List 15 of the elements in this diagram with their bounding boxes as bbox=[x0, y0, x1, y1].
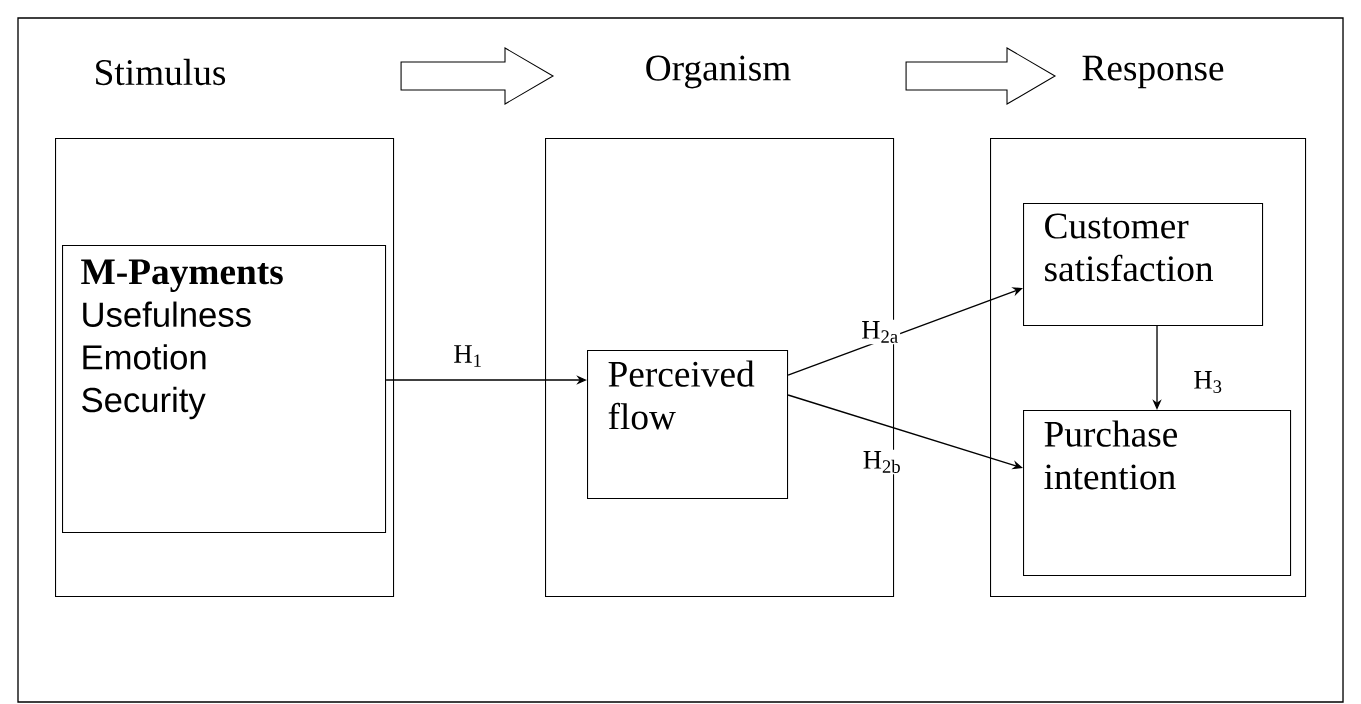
concept-box: M-Payments Usefulness Emotion Security bbox=[62, 245, 387, 534]
stage-heading: Stimulus bbox=[96, 58, 226, 86]
concept-box: Purchase intention bbox=[1023, 410, 1292, 577]
edge-label: H$_{3}$ bbox=[1192, 369, 1224, 395]
arrow bbox=[787, 394, 1023, 470]
concept-box: Customer satisfaction bbox=[1023, 203, 1264, 327]
stage-heading: Organism bbox=[646, 55, 791, 89]
edge-label: H$_{2a}$ bbox=[859, 319, 901, 345]
edge-label: H$_{1}$ bbox=[452, 343, 484, 369]
concept-box: Perceived flow bbox=[587, 350, 789, 500]
block-arrow bbox=[400, 47, 555, 105]
stage-heading: Response bbox=[1082, 55, 1224, 89]
edge-label: H$_{2b}$ bbox=[861, 449, 903, 475]
block-arrow bbox=[905, 47, 1057, 105]
arrow bbox=[787, 287, 1023, 376]
